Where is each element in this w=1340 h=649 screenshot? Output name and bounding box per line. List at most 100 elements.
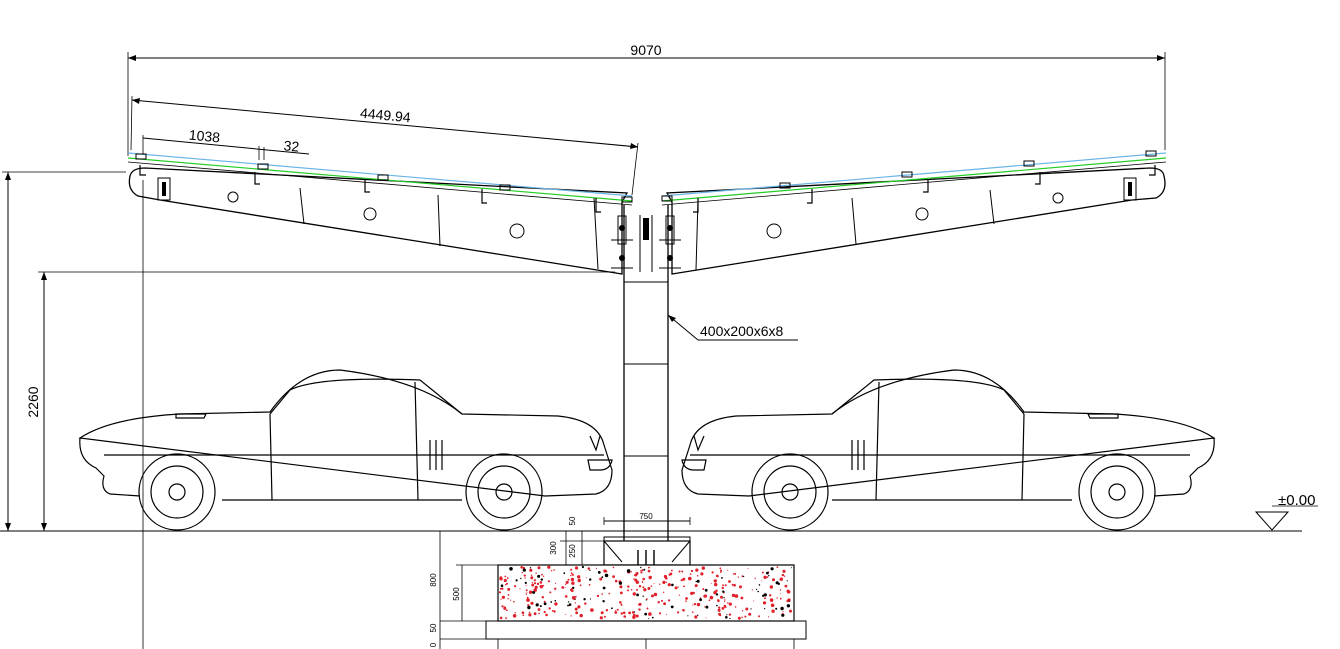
concrete-speckle: [666, 614, 667, 615]
concrete-speckle: [542, 584, 545, 587]
concrete-speckle: [570, 572, 573, 575]
concrete-speckle: [677, 586, 679, 588]
concrete-speckle: [574, 607, 578, 611]
concrete-speckle: [575, 611, 579, 615]
concrete-speckle: [570, 615, 572, 617]
concrete-speckle: [734, 606, 737, 608]
concrete-speckle: [692, 611, 694, 613]
concrete-speckle: [514, 612, 516, 614]
concrete-speckle: [757, 590, 759, 593]
concrete-speckle: [571, 589, 574, 592]
concrete-speckle: [789, 609, 792, 613]
concrete-speckle: [744, 615, 747, 618]
concrete-speckle: [628, 611, 631, 615]
ground-level-label: ±0.00: [1278, 492, 1315, 509]
concrete-speckle: [647, 569, 651, 573]
concrete-speckle: [590, 608, 594, 612]
concrete-speckle: [769, 594, 772, 597]
concrete-speckle: [601, 593, 603, 595]
concrete-speckle: [577, 605, 581, 609]
concrete-speckle: [753, 600, 755, 602]
right-solar-panels: [661, 150, 1167, 213]
concrete-speckle: [533, 579, 536, 582]
concrete-speckle: [542, 575, 545, 577]
concrete-speckle: [499, 577, 503, 581]
concrete-speckle: [771, 609, 775, 613]
concrete-speckle: [570, 574, 572, 577]
concrete-speckle: [716, 604, 718, 607]
pedestal-top-label: 50: [568, 516, 577, 525]
concrete-speckle: [651, 594, 654, 598]
concrete-speckle: [532, 591, 536, 594]
concrete-speckle: [769, 585, 774, 589]
concrete-speckle: [585, 577, 587, 579]
concrete-speckle: [671, 583, 674, 587]
concrete-speckle: [784, 584, 788, 588]
height-dimensions: 3140 2260: [0, 171, 615, 649]
concrete-speckle: [646, 598, 648, 600]
concrete-speckle: [779, 589, 782, 591]
concrete-speckle: [781, 613, 785, 617]
concrete-speckle: [538, 612, 540, 615]
concrete-speckle: [704, 588, 708, 592]
concrete-speckle: [529, 568, 533, 572]
concrete-speckle: [709, 595, 714, 600]
concrete-speckle: [520, 566, 523, 569]
concrete-speckle: [690, 591, 694, 596]
concrete-speckle: [674, 586, 678, 590]
concrete-speckle: [503, 606, 507, 610]
left-roof-girder: [128, 167, 629, 275]
concrete-speckle: [533, 582, 537, 585]
concrete-speckle: [766, 576, 769, 578]
concrete-speckle: [522, 568, 526, 572]
concrete-speckle: [662, 580, 666, 585]
concrete-speckle: [638, 602, 642, 606]
concrete-speckle: [653, 582, 655, 584]
panel-gap-label: 32: [283, 137, 300, 154]
concrete-speckle: [535, 603, 539, 607]
concrete-speckle: [501, 595, 505, 599]
concrete-speckle: [567, 601, 570, 603]
concrete-speckle: [550, 601, 553, 603]
concrete-speckle: [668, 599, 671, 602]
total-height-label: 3140: [0, 336, 1, 367]
concrete-speckle: [530, 574, 533, 576]
concrete-speckle: [671, 569, 673, 572]
panel-width-label: 1038: [188, 127, 221, 146]
concrete-speckle: [547, 580, 551, 583]
concrete-speckle: [589, 578, 592, 581]
concrete-speckle: [689, 573, 692, 575]
concrete-speckle: [696, 579, 700, 583]
concrete-speckle: [640, 566, 642, 569]
concrete-speckle: [536, 582, 540, 586]
concrete-speckle: [501, 605, 504, 608]
concrete-speckle: [728, 580, 731, 583]
concrete-speckle: [507, 587, 511, 591]
concrete-speckle: [722, 584, 724, 587]
concrete-speckle: [733, 584, 736, 587]
concrete-speckle: [677, 611, 680, 614]
concrete-speckle: [694, 603, 697, 606]
concrete-speckle: [779, 593, 781, 595]
pedestal-upper-label: 250: [568, 544, 577, 558]
concrete-speckle: [636, 593, 639, 597]
concrete-speckle: [601, 576, 604, 579]
concrete-speckle: [525, 589, 528, 592]
concrete-speckle: [597, 571, 601, 574]
concrete-speckle: [696, 602, 701, 607]
concrete-speckle: [682, 577, 686, 581]
concrete-speckle: [541, 596, 544, 599]
concrete-speckle: [499, 587, 502, 590]
concrete-speckle: [770, 603, 775, 608]
concrete-speckle: [642, 595, 644, 597]
concrete-speckle: [550, 570, 553, 572]
concrete-speckle: [683, 585, 685, 588]
concrete-speckle: [521, 572, 523, 574]
bottom-mark-label: 0: [429, 642, 438, 647]
concrete-speckle: [643, 588, 647, 592]
concrete-speckle: [670, 605, 674, 609]
concrete-speckle: [587, 567, 591, 570]
concrete-speckle: [636, 588, 638, 591]
concrete-speckle: [781, 612, 784, 615]
concrete-speckle: [622, 611, 626, 615]
